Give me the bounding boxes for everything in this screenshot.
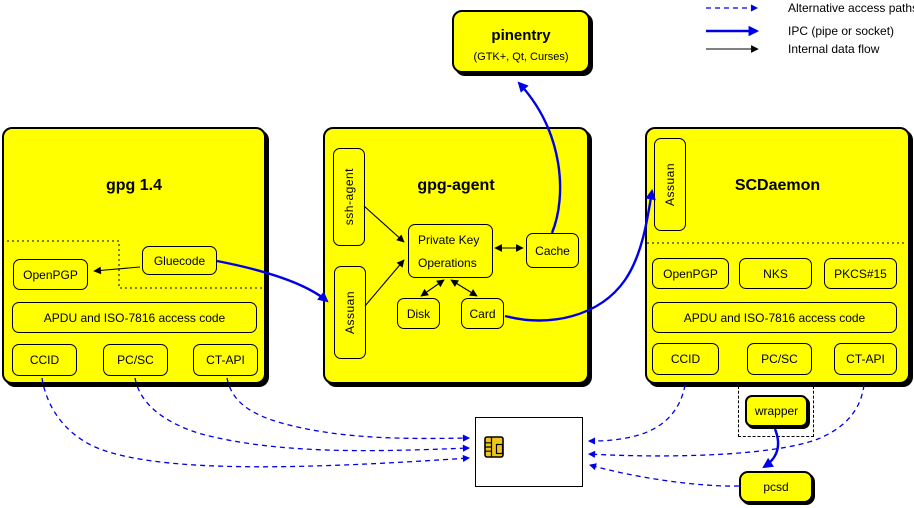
gpg14-apdu-module: APDU and ISO-7816 access code xyxy=(12,302,257,333)
alt-scdaemon-ccid-to-card xyxy=(587,384,686,445)
gpg14-ctapi-module: CT-API xyxy=(193,344,258,376)
scdaemon-assuan-module: Assuan xyxy=(654,138,686,231)
pinentry-subtitle: (GTK+, Qt, Curses) xyxy=(473,51,569,63)
gpgagent-assuan-module: Assuan xyxy=(334,266,366,359)
alt-pcsd-to-card xyxy=(588,463,740,487)
wrapper-module: wrapper xyxy=(745,395,808,427)
scdaemon-openpgp-module: OpenPGP xyxy=(652,258,729,289)
scdaemon-pcsc-module: PC/SC xyxy=(747,343,812,375)
pinentry-box xyxy=(452,10,590,73)
gpg14-openpgp-module: OpenPGP xyxy=(13,259,88,290)
scdaemon-assuan-label: Assuan xyxy=(663,162,677,207)
alt-scdaemon-ctapi-to-card xyxy=(587,384,865,458)
scdaemon-pkcs15-module: PKCS#15 xyxy=(824,258,897,289)
gpgagent-private-key-ops-module: Private Key Operations xyxy=(408,224,493,278)
scdaemon-ctapi-module: CT-API xyxy=(834,343,897,375)
pcsd-box: pcsd xyxy=(739,471,813,503)
legend-item-ipc-label: IPC (pipe or socket) xyxy=(788,24,895,38)
gpgagent-disk-module: Disk xyxy=(397,298,440,329)
gpg14-pcsc-module: PC/SC xyxy=(103,344,168,376)
scdaemon-apdu-module: APDU and ISO-7816 access code xyxy=(652,302,897,333)
gpg14-gluecode-module: Gluecode xyxy=(142,246,217,275)
smartcard-chip-icon xyxy=(484,436,504,458)
gpg14-title: gpg 1.4 xyxy=(105,177,162,194)
scdaemon-title: SCDaemon xyxy=(734,177,821,194)
alt-gpg14-pcsc-to-card xyxy=(134,377,471,452)
alt-gpg14-ccid-to-card xyxy=(41,377,471,468)
private-key-ops-line1: Private Key xyxy=(418,232,480,247)
gpgagent-title: gpg-agent xyxy=(417,177,495,194)
private-key-ops-line2: Operations xyxy=(418,255,477,270)
gpgagent-sshagent-module: ssh-agent xyxy=(333,148,365,246)
alt-gpg14-ctapi-to-card xyxy=(226,377,471,442)
gpgagent-sshagent-label: ssh-agent xyxy=(342,168,356,226)
scdaemon-box xyxy=(645,127,910,384)
gpgagent-card-module: Card xyxy=(461,298,504,329)
pinentry-title: pinentry xyxy=(491,27,551,44)
scdaemon-ccid-module: CCID xyxy=(652,343,719,375)
scdaemon-nks-module: NKS xyxy=(739,258,812,289)
gpgagent-cache-module: Cache xyxy=(526,233,579,268)
legend-item-alternative-label: Alternative access paths xyxy=(788,1,914,15)
gpgagent-assuan-label: Assuan xyxy=(343,290,357,335)
legend-item-internal-label: Internal data flow xyxy=(788,42,880,56)
gpg14-ccid-module: CCID xyxy=(12,344,77,376)
